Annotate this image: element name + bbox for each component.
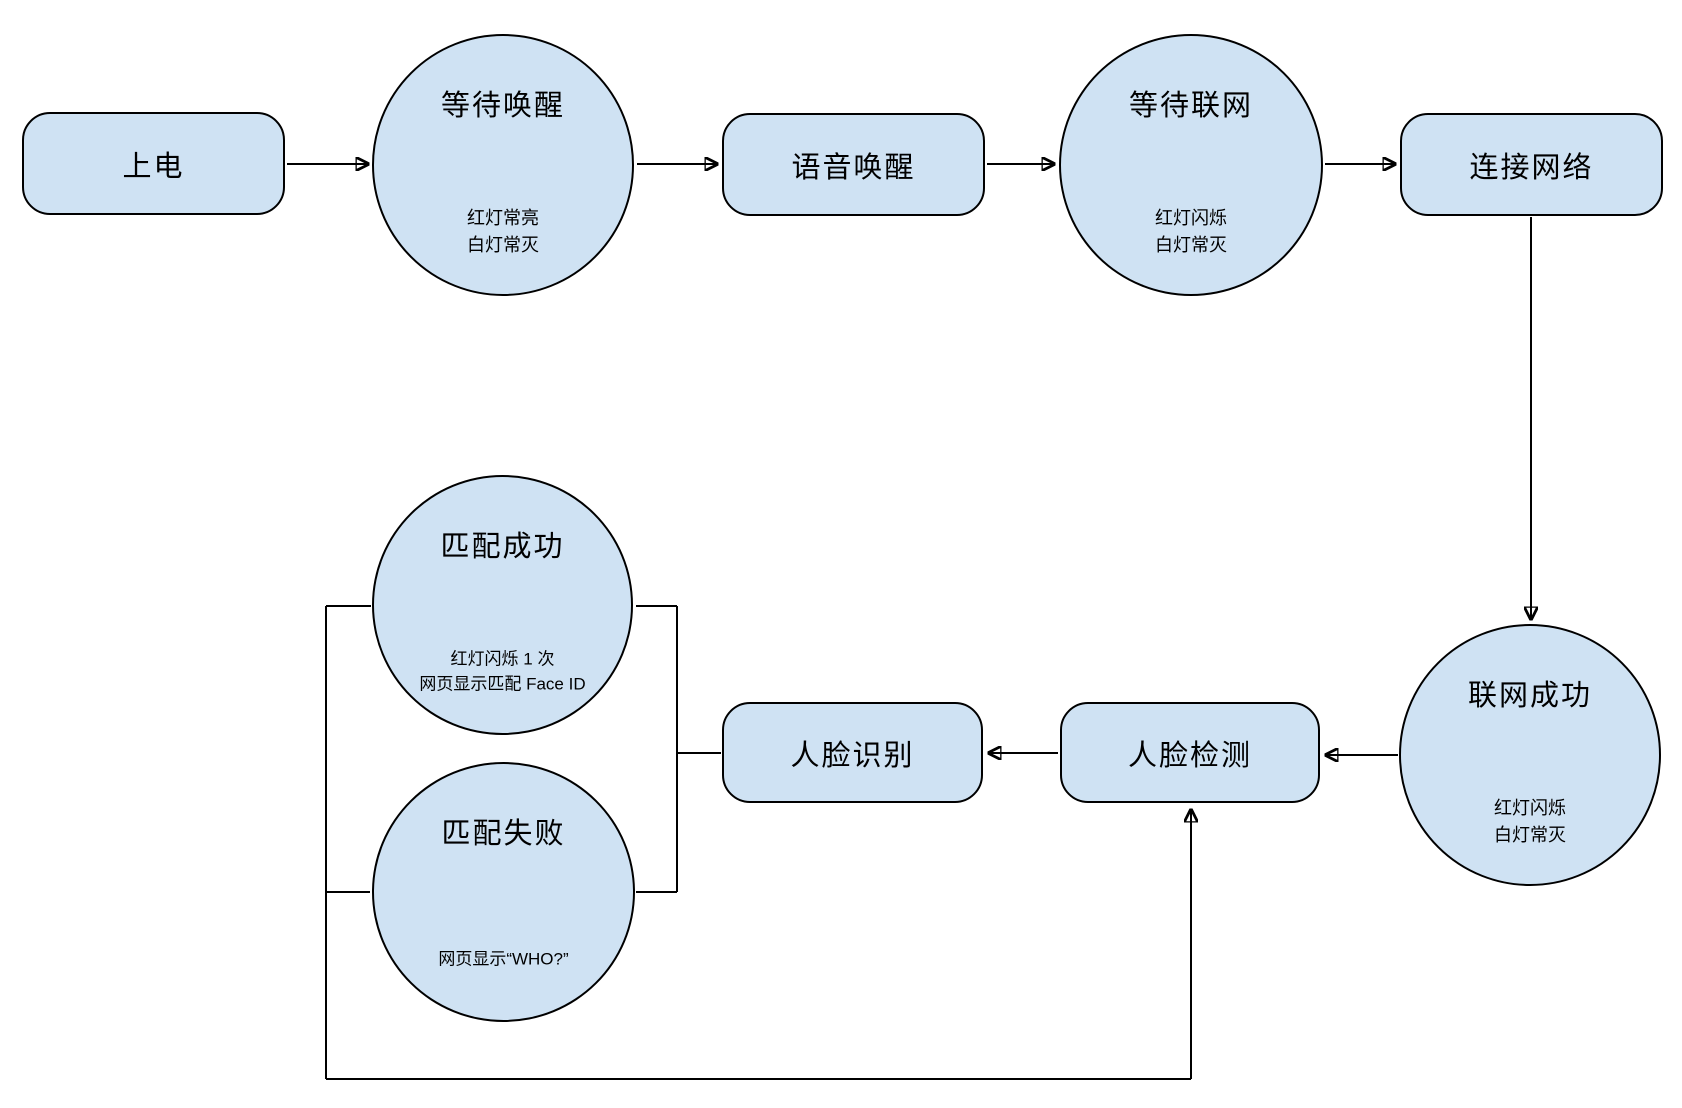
node-net-ok-sub2: 白灯常灭 bbox=[1494, 825, 1566, 846]
node-match-ok-sub1: 红灯闪烁 1 次 bbox=[450, 649, 555, 669]
node-wait-wake-label: 等待唤醒 bbox=[440, 90, 565, 123]
node-face-detect: 人脸检测 bbox=[1060, 702, 1320, 803]
node-voice-wake: 语音唤醒 bbox=[722, 113, 985, 216]
node-wait-net-sub1: 红灯闪烁 bbox=[1155, 208, 1227, 229]
node-match-ok-label: 匹配成功 bbox=[440, 530, 565, 563]
node-connect-net: 连接网络 bbox=[1400, 113, 1663, 216]
node-power-on: 上电 bbox=[22, 112, 285, 215]
node-match-fail: 匹配失败 网页显示“WHO?” bbox=[372, 762, 635, 1022]
node-wait-wake-sub1: 红灯常亮 bbox=[467, 208, 539, 229]
node-net-ok-sublabel: 红灯闪烁 白灯常灭 bbox=[1401, 795, 1659, 849]
node-face-detect-label: 人脸检测 bbox=[1127, 739, 1252, 772]
node-power-on-label: 上电 bbox=[122, 150, 185, 183]
node-connect-net-label: 连接网络 bbox=[1469, 151, 1594, 184]
node-net-ok-label: 联网成功 bbox=[1467, 680, 1592, 713]
node-wait-wake-sub2: 白灯常灭 bbox=[467, 235, 539, 256]
node-match-ok: 匹配成功 红灯闪烁 1 次 网页显示匹配 Face ID bbox=[372, 475, 633, 735]
node-wait-net: 等待联网 红灯闪烁 白灯常灭 bbox=[1059, 34, 1323, 296]
node-match-fail-sublabel: 网页显示“WHO?” bbox=[374, 946, 633, 972]
node-wait-net-sub2: 白灯常灭 bbox=[1155, 235, 1227, 256]
node-match-fail-sub1: 网页显示“WHO?” bbox=[438, 948, 569, 968]
node-wait-wake: 等待唤醒 红灯常亮 白灯常灭 bbox=[372, 34, 634, 296]
node-match-ok-sub2: 网页显示匹配 Face ID bbox=[419, 674, 586, 694]
node-voice-wake-label: 语音唤醒 bbox=[791, 151, 916, 184]
node-match-ok-sublabel: 红灯闪烁 1 次 网页显示匹配 Face ID bbox=[374, 646, 631, 697]
node-wait-wake-sublabel: 红灯常亮 白灯常灭 bbox=[374, 205, 632, 259]
node-match-fail-label: 匹配失败 bbox=[441, 817, 566, 850]
node-wait-net-sublabel: 红灯闪烁 白灯常灭 bbox=[1061, 205, 1321, 259]
node-face-rec-label: 人脸识别 bbox=[790, 739, 915, 772]
node-net-ok-sub1: 红灯闪烁 bbox=[1494, 798, 1566, 819]
node-wait-net-label: 等待联网 bbox=[1128, 90, 1253, 123]
node-face-rec: 人脸识别 bbox=[722, 702, 983, 803]
node-net-ok: 联网成功 红灯闪烁 白灯常灭 bbox=[1399, 624, 1661, 886]
